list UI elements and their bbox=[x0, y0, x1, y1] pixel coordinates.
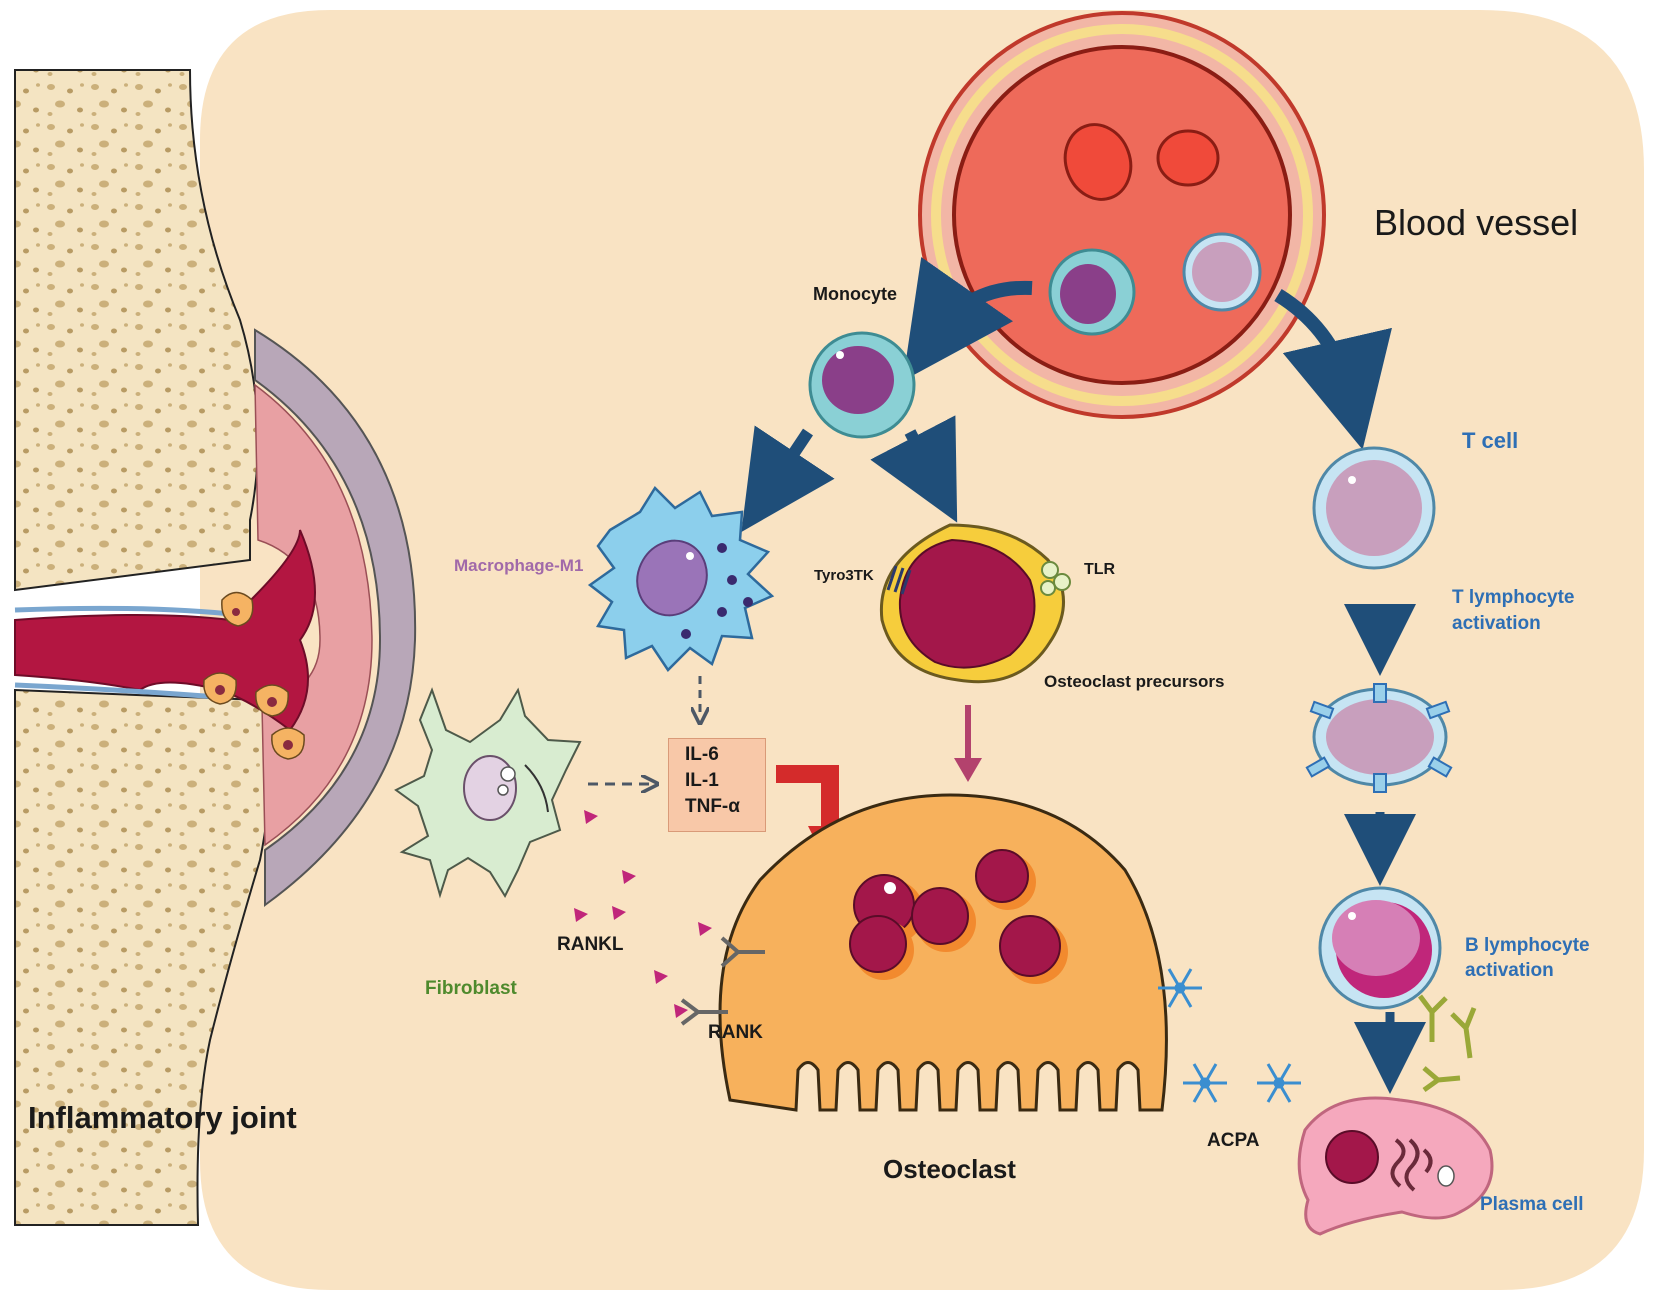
rank-receptor bbox=[680, 936, 765, 1026]
osteoclast-precursor-cell bbox=[879, 523, 1071, 684]
synovial-cells bbox=[203, 591, 305, 760]
t-activation-label-line2: activation bbox=[1452, 613, 1541, 634]
joint-capsule bbox=[254, 328, 417, 907]
b-activation-label-line2: activation bbox=[1465, 960, 1554, 981]
monocyte-label: Monocyte bbox=[813, 284, 898, 304]
macrophage-label: Macrophage-M1 bbox=[454, 556, 584, 575]
rankl-ligands bbox=[574, 810, 712, 1018]
cytokine-tnf: TNF-α bbox=[685, 796, 740, 817]
macrophage-cell bbox=[587, 486, 775, 672]
b-cell bbox=[1318, 886, 1442, 1010]
osteoclast-cell bbox=[718, 793, 1168, 1112]
rank-label: RANK bbox=[708, 1022, 763, 1043]
red-arrow-cytokines-to-osteoclast bbox=[776, 765, 839, 840]
monocyte-cell bbox=[808, 331, 916, 439]
blood-vessel-label: Blood vessel bbox=[1374, 202, 1579, 243]
b-activation-label-line1: B lymphocyte bbox=[1465, 935, 1590, 956]
osteoclast-nuclei bbox=[849, 849, 1068, 984]
cytokine-il6: IL-6 bbox=[685, 744, 719, 765]
rankl-label: RANKL bbox=[557, 934, 624, 955]
flow-arrows bbox=[741, 257, 1426, 1094]
blood-vessel bbox=[918, 11, 1326, 419]
red-blood-cell bbox=[1156, 129, 1220, 187]
acpa-antibodies bbox=[1158, 968, 1301, 1103]
tlr-receptor bbox=[1040, 561, 1071, 596]
cytokine-il1: IL-1 bbox=[685, 770, 719, 791]
joint-bone bbox=[14, 69, 417, 1226]
red-blood-cell bbox=[1063, 123, 1133, 201]
fibroblast-cell bbox=[394, 687, 582, 899]
inflammatory-joint-label: Inflammatory joint bbox=[28, 1100, 297, 1135]
tlr-label: TLR bbox=[1084, 561, 1116, 578]
t-cell bbox=[1312, 446, 1436, 570]
t-activation-label-line1: T lymphocyte bbox=[1452, 587, 1575, 608]
plasma-cell-label: Plasma cell bbox=[1480, 1194, 1584, 1215]
plasma-cell bbox=[1297, 1096, 1494, 1236]
acpa-label: ACPA bbox=[1207, 1130, 1260, 1151]
tyro3tk-label: Tyro3TK bbox=[814, 567, 874, 584]
tyro3tk-receptor bbox=[886, 565, 912, 595]
arrow-vessel-to-monocyte bbox=[902, 257, 1033, 381]
antibodies bbox=[1418, 994, 1477, 1093]
arrow-vessel-to-tcell bbox=[1274, 289, 1392, 450]
osteoclast-precursors-label: Osteoclast precursors bbox=[1044, 672, 1225, 691]
cytokine-box bbox=[668, 738, 766, 832]
osteoclast-label: Osteoclast bbox=[883, 1154, 1016, 1184]
activated-t-cell bbox=[1305, 683, 1453, 793]
arrow-monocyte-to-precursor bbox=[870, 415, 958, 523]
t-cell-label: T cell bbox=[1462, 428, 1519, 453]
arrow-monocyte-to-macrophage bbox=[741, 425, 835, 532]
fibroblast-label: Fibroblast bbox=[425, 978, 517, 999]
